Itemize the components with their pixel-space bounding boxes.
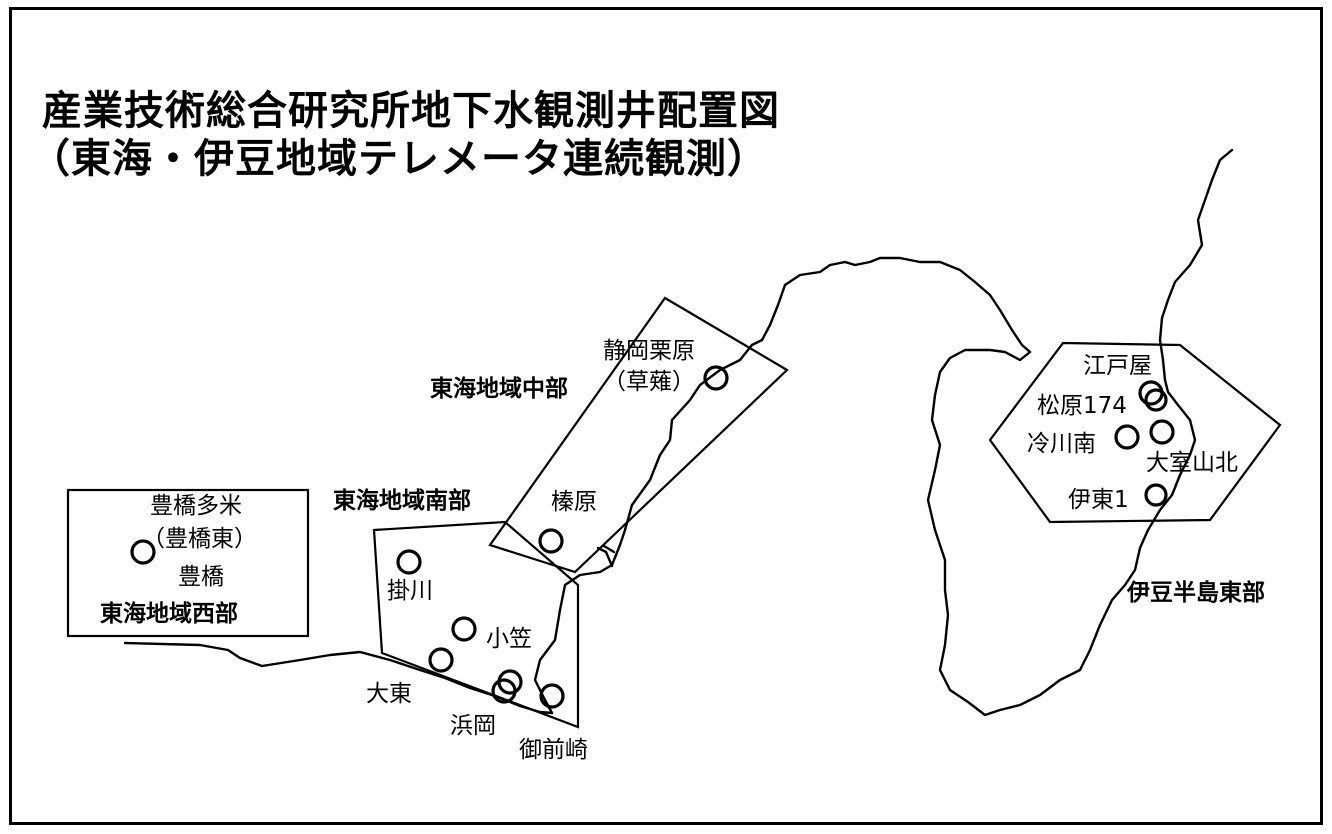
well-marker-shizuoka [703,365,729,391]
well-label-hiekawa-minami: 冷川南 [1027,431,1096,457]
well-marker-daito [428,647,454,673]
well-marker-ogasa [451,616,477,642]
river-inlet [596,544,616,568]
region-label-south: 東海地域南部 [333,488,471,514]
well-label-daito: 大東 [366,681,412,707]
map-frame [9,7,1323,825]
well-marker-kakegawa [396,549,422,575]
region-box-south [372,520,580,729]
region-label-izu: 伊豆半島東部 [1127,580,1265,606]
well-label-ogasa: 小笠 [486,626,532,652]
well-marker-omuroyama [1149,419,1175,445]
well-marker-haibara [538,528,564,554]
well-label-toyohashi-higashi: （豊橋東） [142,526,257,552]
well-marker-hamaoka-2 [491,678,517,704]
region-box-izu [988,341,1282,524]
region-label-west: 東海地域西部 [100,601,238,627]
well-label-hamaoka: 浜岡 [450,713,496,739]
map-title: 産業技術総合研究所地下水観測井配置図 [42,88,780,134]
well-marker-omaezaki [539,683,565,709]
region-label-central: 東海地域中部 [430,376,568,402]
region-box-central [488,296,789,574]
well-marker-hiekawa [1114,424,1140,450]
well-label-kakegawa: 掛川 [387,578,433,604]
well-label-edoya: 江戸屋 [1083,353,1152,379]
map-subtitle: （東海・伊豆地域テレメータ連続観測） [30,136,768,182]
well-label-toyohashi: 豊橋 [178,564,224,590]
well-marker-toyohashi [130,539,156,565]
well-label-kusanagi: （草薙） [603,369,695,395]
well-label-toyohashi-tame: 豊橋多米 [150,493,242,519]
well-label-haibara: 榛原 [551,489,597,515]
region-box-west [66,488,310,638]
well-marker-matsubara [1144,388,1168,412]
well-label-omuroyama-kita: 大室山北 [1146,450,1238,476]
well-marker-ito1 [1144,483,1168,507]
well-label-matsubara: 松原174 [1037,393,1127,419]
well-label-omaezaki: 御前崎 [519,737,588,763]
well-label-ito1: 伊東1 [1068,487,1129,513]
coastline-izu [926,148,1234,717]
well-label-shizuoka-kurihara: 静岡栗原 [603,338,695,364]
